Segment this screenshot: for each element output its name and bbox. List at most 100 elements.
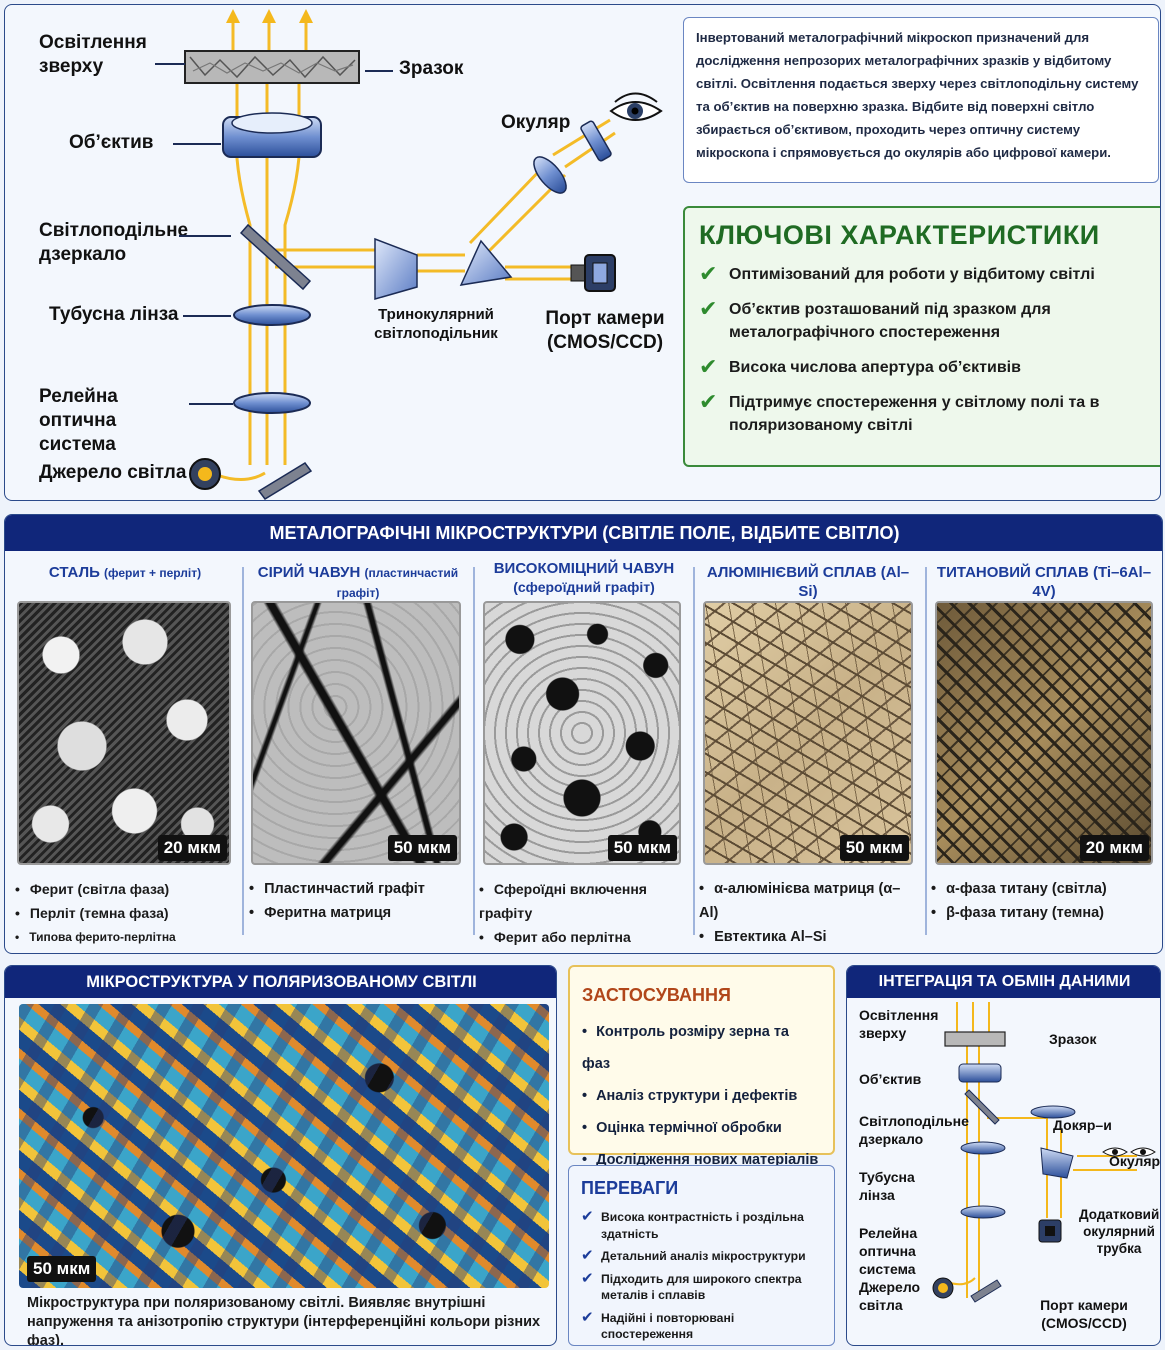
beamsplitter-mirror [964,1089,1000,1125]
label-camera-port: Порт камери (CMOS/CCD) [1040,1297,1128,1331]
bullet: Ферит (світла фаза) [15,877,235,901]
intro-box: Інвертований металографічний мікроскоп п… [683,17,1159,183]
camera-sensor [1045,1226,1055,1236]
label-sample: Зразок [1049,1031,1097,1047]
sample-block [184,50,360,84]
leader-line [179,235,231,237]
intro-text: Інвертований металографічний мікроскоп п… [696,30,1139,160]
tube-lens [960,1141,1006,1155]
sample-titanium: ТИТАНОВИЙ СПЛАВ (Ti–6Al–4V) 20 мкм α-фаз… [931,559,1157,949]
check-icon: ✔ [581,1247,594,1264]
bullet: α-фаза титану (світла) [931,877,1157,901]
advantage-text: Надійні і повторювані спостереження [601,1310,735,1342]
trinocular-prism-1 [374,237,418,300]
ductile-iron-micrograph: 50 мкм [483,601,681,865]
key-feature-item: ✔Підтримує спостереження у світлому полі… [699,391,1151,437]
trinocular-prism-2 [459,239,513,286]
advantage-item: ✔Висока контрастність і роздільна здатні… [581,1208,822,1242]
label-beamsplitter: Світлоподільне дзеркало [859,1113,969,1147]
sample-grey-iron: СІРИЙ ЧАВУН (пластинчастий графіт) 50 мк… [249,559,467,949]
sample-ductile-iron: ВИСОКОМІЦНИЙ ЧАВУН(сфероїдний графіт) 50… [479,559,689,949]
micrograph-texture [19,1004,549,1288]
divider [693,567,695,935]
label-tube-lens: Тубусна лінза [859,1169,915,1203]
bullet: Ферит або перлітна матриця [479,925,689,953]
relay-lens [960,1205,1006,1219]
label-trinocular: Тринокулярний світлоподільник [374,306,498,342]
bottom-mirror [970,1279,1002,1303]
sample-title: ВИСОКОМІЦНИЙ ЧАВУН(сфероїдний графіт) [493,560,675,595]
sample-title: СІРИЙ ЧАВУН (пластинчастий графіт) [257,564,459,600]
advantages-box: ПЕРЕВАГИ ✔Висока контрастність і розділь… [568,1165,835,1346]
key-features-box: КЛЮЧОВІ ХАРАКТЕРИСТИКИ ✔Оптимізований дл… [683,206,1160,467]
label-top-light: Освітлення зверху [859,1007,939,1041]
sample-bullets: α-фаза титану (світла) β-фаза титану (те… [931,877,1157,925]
key-feature-item: ✔Оптимізований для роботи у відбитому св… [699,263,1151,286]
leader-line [173,143,221,145]
grey-iron-micrograph: 50 мкм [251,601,461,865]
advantages-title: ПЕРЕВАГИ [581,1178,679,1198]
sample-bullets: Ферит (світла фаза) Перліт (темна фаза) … [15,877,235,953]
application-item: Контроль розміру зерна та фаз [582,1016,821,1080]
application-item: Оцінка термічної обробки [582,1112,821,1144]
leader-line [155,63,185,65]
key-feature-text: Висока числова апертура об’єктивів [729,359,1021,376]
bullet: Феритна матриця [249,901,467,925]
tube-lens [233,304,311,326]
divider [242,567,244,935]
bullet: Пластинчастий графіт [249,877,467,901]
scale-bar: 50 мкм [387,835,457,861]
check-icon: ✔ [699,296,718,321]
sample-title: ТИТАНОВИЙ СПЛАВ (Ti–6Al–4V) [936,564,1152,600]
titanium-micrograph: 20 мкм [935,601,1153,865]
advantage-item: ✔ Детальний аналіз мікроструктури [581,1247,822,1265]
scale-bar: 20 мкм [157,835,227,861]
bullet: α-алюмінієва матриця (α–Al) [699,877,917,925]
bullet: Сфероїдні включення графіту [479,877,689,925]
label-camera-port: Порт камери (CMOS/CCD) [545,308,665,353]
sample-title: АЛЮМІНІЄВИЙ СПЛАВ (Al–Si) [706,564,910,600]
eyepiece-lens-2 [580,120,612,162]
sample-steel: СТАЛЬ (ферит + перліт) 20 мкм Ферит (сві… [15,559,235,949]
label-tube-lens: Тубусна лінза [49,304,179,325]
applications-box: ЗАСТОСУВАННЯ Контроль розміру зерна та ф… [568,965,835,1168]
divider [473,567,475,935]
key-features-title: КЛЮЧОВІ ХАРАКТЕРИСТИКИ [699,220,1100,250]
check-icon: ✔ [581,1269,594,1287]
eyepiece-lens-1 [533,156,567,194]
integration-diagram [932,1002,1156,1303]
advantage-item: ✔Надійні і повторювані спостереження [581,1309,822,1343]
sample-bullets: Пластинчастий графіт Феритна матриця [249,877,467,925]
leader-line [365,70,393,72]
beam-arrows [226,9,313,23]
bullet: Евтектика Al–Si [699,925,917,949]
key-feature-item: ✔Об’єктив розташований під зразком для м… [699,298,1151,344]
label-objective: Об’єктив [859,1071,922,1087]
advantage-item: ✔ Підходить для широкого спектра металів … [581,1269,822,1304]
integration-panel: ІНТЕГРАЦІЯ ТА ОБМІН ДАНИМИ Освітлення зв… [846,965,1161,1346]
label-top-light: Освітлення зверху [39,32,147,77]
advantage-text: Детальний аналіз мікроструктури [601,1249,806,1263]
sample-aluminum: АЛЮМІНІЄВИЙ СПЛАВ (Al–Si) 50 мкм α-алюмі… [699,559,917,949]
scale-bar: 50 мкм [839,835,909,861]
advantage-text: Підходить для широкого спектра металів і… [601,1271,802,1303]
label-objective: Об’єктив [69,132,154,153]
label-sample: Зразок [399,58,464,79]
objective-lens [958,1063,1002,1083]
scale-bar: 50 мкм [27,1256,97,1282]
label-beamsplitter: Світлоподільне дзеркало [39,220,189,265]
sample-block [944,1031,1006,1047]
camera-icon [570,254,616,292]
polarized-panel: МІКРОСТРУКТУРА У ПОЛЯРИЗОВАНОМУ СВІТЛІ 5… [4,965,557,1346]
scale-bar: 50 мкм [607,835,677,861]
leader-line [189,403,233,405]
relay-lens [233,392,311,414]
optical-diagram-panel: Освітлення зверху Зразок Об’єктив Окуляр… [4,4,1161,501]
eye-icon [609,92,663,121]
microstructures-title: МЕТАЛОГРАФІЧНІ МІКРОСТРУКТУРИ (СВІТЛЕ ПО… [5,515,1162,551]
integration-title: ІНТЕГРАЦІЯ ТА ОБМІН ДАНИМИ [847,966,1160,998]
check-icon: ✔ [581,1208,594,1225]
beamsplitter-mirror [239,223,312,291]
sample-title: СТАЛЬ (ферит + перліт) [48,564,202,581]
divider [925,567,927,935]
